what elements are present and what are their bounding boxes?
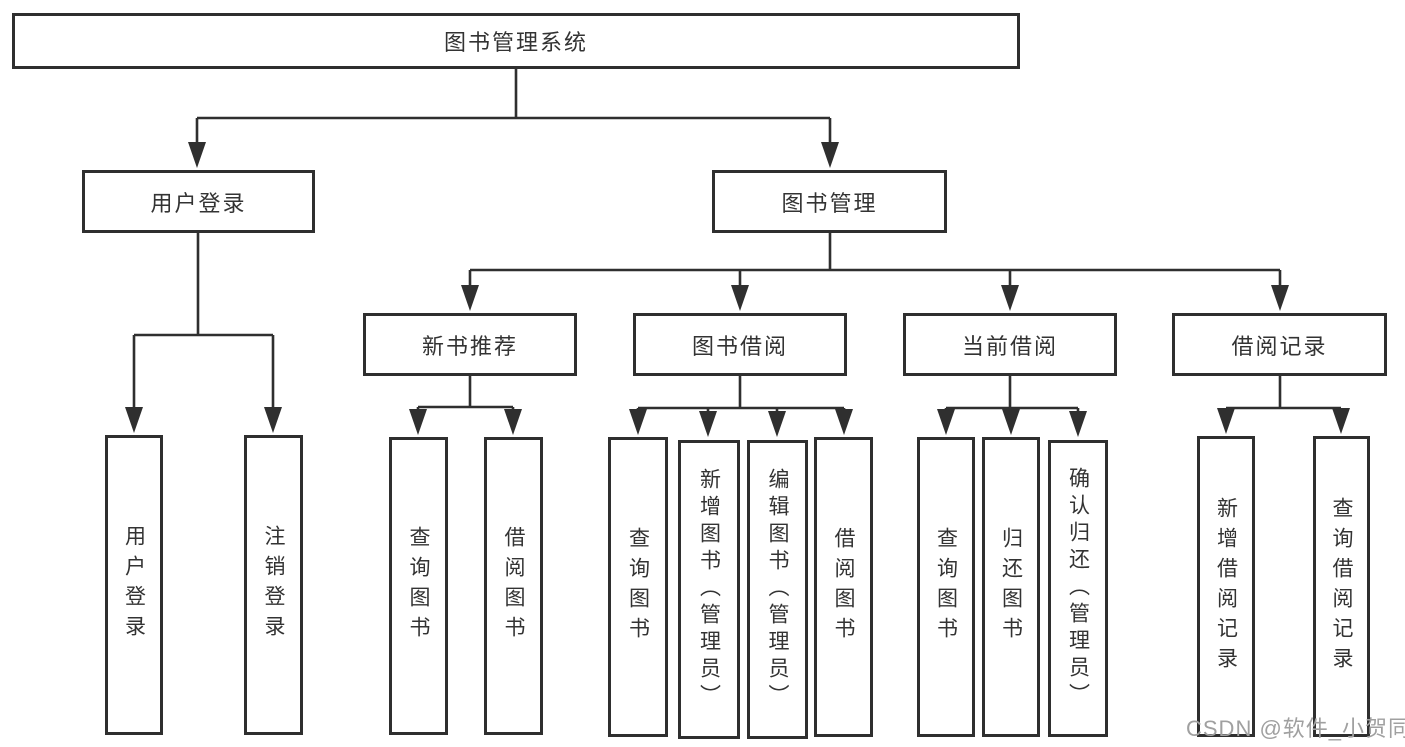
leaf-borrow-edit-label: 编辑图书（管理员） bbox=[766, 468, 789, 711]
leaf-borrow-add-label: 新增图书（管理员） bbox=[697, 468, 721, 711]
leaf-newbook-query: 查询图书 bbox=[389, 437, 448, 735]
node-book-mgmt-label: 图书管理 bbox=[781, 190, 878, 216]
node-root-label: 图书管理系统 bbox=[443, 30, 588, 55]
node-borrow-record: 借阅记录 bbox=[1172, 313, 1387, 376]
node-book-mgmt: 图书管理 bbox=[712, 170, 947, 233]
leaf-logout-label: 注销登录 bbox=[262, 525, 285, 645]
leaf-current-confirm: 确认归还（管理员） bbox=[1048, 440, 1108, 737]
leaf-newbook-borrow-label: 借阅图书 bbox=[502, 526, 525, 646]
node-current-borrow: 当前借阅 bbox=[903, 313, 1117, 376]
leaf-current-return: 归还图书 bbox=[982, 437, 1040, 737]
leaf-current-query: 查询图书 bbox=[917, 437, 975, 737]
leaf-record-add-label: 新增借阅记录 bbox=[1214, 496, 1238, 677]
leaf-current-confirm-label: 确认归还（管理员） bbox=[1066, 467, 1090, 710]
leaf-borrow-query: 查询图书 bbox=[608, 437, 668, 737]
leaf-current-query-label: 查询图书 bbox=[934, 527, 958, 647]
leaf-record-add: 新增借阅记录 bbox=[1197, 436, 1255, 737]
leaf-user-login-label: 用户登录 bbox=[122, 525, 146, 645]
node-root: 图书管理系统 bbox=[12, 13, 1020, 69]
node-user-login: 用户登录 bbox=[82, 170, 315, 233]
node-book-borrow: 图书借阅 bbox=[633, 313, 847, 376]
leaf-logout: 注销登录 bbox=[244, 435, 303, 735]
leaf-current-return-label: 归还图书 bbox=[999, 527, 1023, 647]
arrowheads bbox=[125, 142, 1350, 437]
node-user-login-label: 用户登录 bbox=[150, 190, 247, 216]
node-new-book: 新书推荐 bbox=[363, 313, 577, 376]
leaf-borrow-edit: 编辑图书（管理员） bbox=[747, 440, 808, 739]
node-book-borrow-label: 图书借阅 bbox=[691, 333, 788, 359]
node-borrow-record-label: 借阅记录 bbox=[1231, 333, 1328, 359]
leaf-borrow-add: 新增图书（管理员） bbox=[678, 440, 740, 739]
csdn-watermark: CSDN @软件_小贺同学 bbox=[1186, 716, 1405, 741]
leaf-user-login: 用户登录 bbox=[105, 435, 163, 735]
leaf-newbook-borrow: 借阅图书 bbox=[484, 437, 543, 735]
leaf-newbook-query-label: 查询图书 bbox=[407, 526, 430, 646]
node-new-book-label: 新书推荐 bbox=[421, 333, 518, 359]
leaf-borrow-book-label: 借阅图书 bbox=[832, 527, 855, 647]
leaf-record-query: 查询借阅记录 bbox=[1313, 436, 1370, 737]
node-current-borrow-label: 当前借阅 bbox=[961, 333, 1058, 359]
leaf-borrow-book: 借阅图书 bbox=[814, 437, 873, 737]
leaf-record-query-label: 查询借阅记录 bbox=[1330, 496, 1353, 677]
branch-lines bbox=[132, 69, 1343, 412]
leaf-borrow-query-label: 查询图书 bbox=[626, 527, 650, 647]
